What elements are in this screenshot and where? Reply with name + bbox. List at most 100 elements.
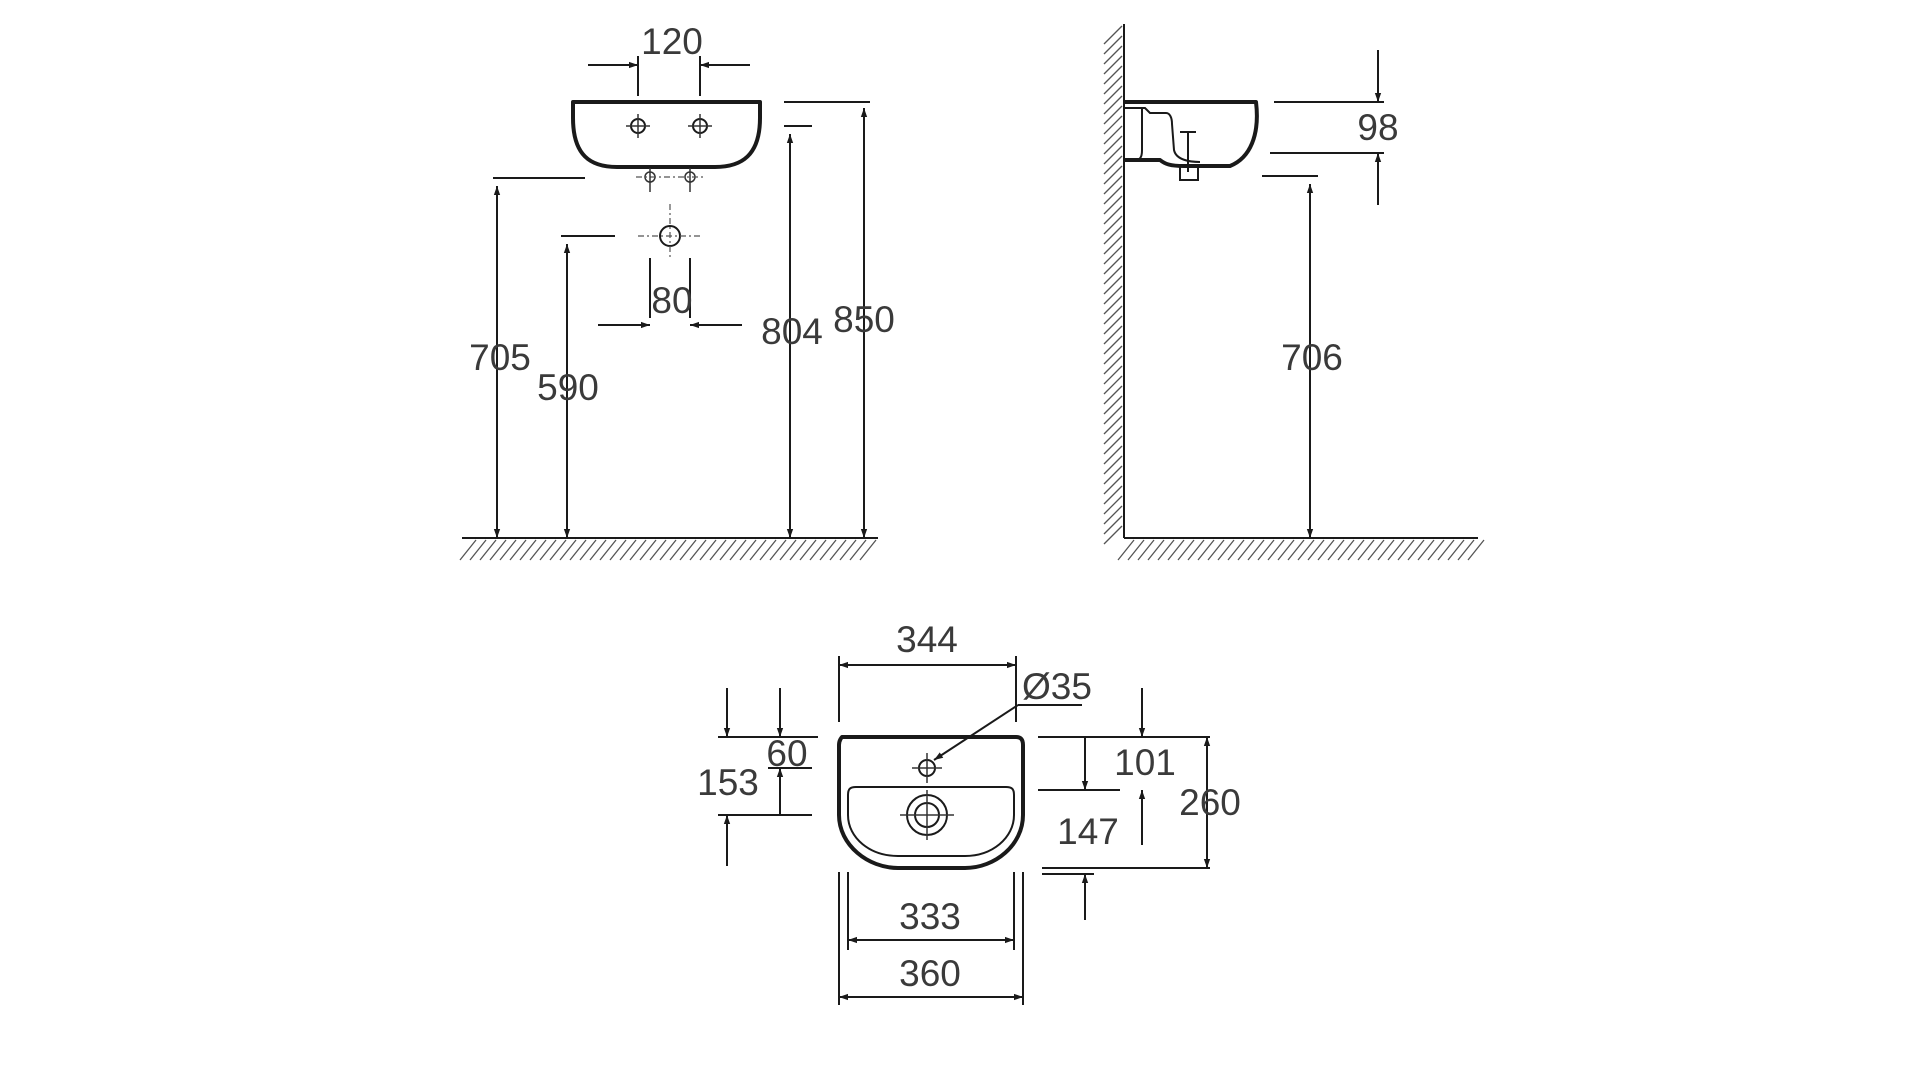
hatch-stroke <box>759 539 777 561</box>
hatch-stroke <box>469 539 487 561</box>
front-view: 120 80 705 590 804 850 <box>459 21 895 561</box>
hatch-stroke <box>639 539 657 561</box>
hatch-stroke <box>629 539 647 561</box>
hatch-stroke <box>1177 539 1195 561</box>
front-waste-outlet <box>638 204 702 260</box>
hatch-stroke <box>1397 539 1415 561</box>
hatch-stroke <box>1307 539 1325 561</box>
hatch-stroke <box>1103 465 1123 485</box>
hatch-stroke <box>1103 455 1123 475</box>
hatch-stroke <box>1103 65 1123 85</box>
hatch-stroke <box>1103 475 1123 495</box>
hatch-stroke <box>1217 539 1235 561</box>
hatch-stroke <box>1137 539 1155 561</box>
hatch-stroke <box>1103 525 1123 545</box>
hatch-stroke <box>1103 285 1123 305</box>
dim-side-underside-height: 706 <box>1281 337 1343 378</box>
hatch-stroke <box>1103 165 1123 185</box>
hatch-stroke <box>1467 539 1485 561</box>
hatch-stroke <box>829 539 847 561</box>
dim-overall-height: 850 <box>833 299 895 340</box>
hatch-stroke <box>1103 35 1123 55</box>
hatch-stroke <box>1103 445 1123 465</box>
hatch-stroke <box>1103 435 1123 455</box>
hatch-stroke <box>699 539 717 561</box>
hatch-stroke <box>1417 539 1435 561</box>
hatch-stroke <box>1103 115 1123 135</box>
hatch-stroke <box>1103 205 1123 225</box>
hatch-stroke <box>729 539 747 561</box>
hatch-stroke <box>1103 405 1123 425</box>
hatch-stroke <box>1103 145 1123 165</box>
hatch-stroke <box>1297 539 1315 561</box>
hatch-stroke <box>1103 315 1123 335</box>
hatch-stroke <box>1247 539 1265 561</box>
hatch-stroke <box>1447 539 1465 561</box>
hatch-stroke <box>1377 539 1395 561</box>
hatch-stroke <box>769 539 787 561</box>
dim-plan-overall-depth: 260 <box>1179 782 1241 823</box>
hatch-stroke <box>719 539 737 561</box>
side-basin-outline <box>1124 100 1259 168</box>
hatch-stroke <box>539 539 557 561</box>
hatch-stroke <box>1103 85 1123 105</box>
hatch-stroke <box>649 539 667 561</box>
hatch-stroke <box>589 539 607 561</box>
front-basin-outline <box>571 100 762 169</box>
hatch-stroke <box>1103 305 1123 325</box>
hatch-stroke <box>1103 225 1123 245</box>
hatch-stroke <box>1103 215 1123 235</box>
hatch-stroke <box>1117 539 1135 561</box>
hatch-stroke <box>1103 195 1123 215</box>
hatch-stroke <box>779 539 797 561</box>
dim-plan-overall-width: 360 <box>899 953 961 994</box>
hatch-stroke <box>669 539 687 561</box>
hatch-stroke <box>1197 539 1215 561</box>
hatch-stroke <box>1277 539 1295 561</box>
hatch-stroke <box>1103 375 1123 395</box>
hatch-stroke <box>1103 75 1123 95</box>
dim-tap-hole-diameter: Ø35 <box>1022 666 1092 707</box>
hatch-stroke <box>1457 539 1475 561</box>
hatch-stroke <box>739 539 757 561</box>
hatch-stroke <box>1147 539 1165 561</box>
plan-bowl-inner <box>847 786 1015 857</box>
dim-plan-inner-width: 344 <box>896 619 958 660</box>
hatch-stroke <box>1103 295 1123 315</box>
hatch-stroke <box>749 539 767 561</box>
dim-waste-outlet-spacing: 80 <box>651 280 692 321</box>
front-floor-hatch <box>459 539 877 561</box>
hatch-stroke <box>1167 539 1185 561</box>
hatch-stroke <box>1103 265 1123 285</box>
hatch-stroke <box>459 539 477 561</box>
hatch-stroke <box>549 539 567 561</box>
hatch-stroke <box>479 539 497 561</box>
dim-tap-hole-spacing: 120 <box>641 21 703 62</box>
hatch-stroke <box>529 539 547 561</box>
hatch-stroke <box>1103 325 1123 345</box>
dim-plan-bowl-width: 333 <box>899 896 961 937</box>
hatch-stroke <box>1103 95 1123 115</box>
hatch-stroke <box>1327 539 1345 561</box>
side-floor-hatch <box>1117 539 1485 561</box>
hatch-stroke <box>1103 515 1123 535</box>
dim-rim-inner-height: 804 <box>761 311 823 352</box>
hatch-stroke <box>1103 235 1123 255</box>
plan-waste-drain <box>900 790 954 840</box>
hatch-stroke <box>809 539 827 561</box>
hatch-stroke <box>1237 539 1255 561</box>
hatch-stroke <box>1437 539 1455 561</box>
hatch-stroke <box>579 539 597 561</box>
hatch-stroke <box>1267 539 1285 561</box>
dim-underside-height: 705 <box>469 337 531 378</box>
hatch-stroke <box>1103 155 1123 175</box>
hatch-stroke <box>1103 335 1123 355</box>
hatch-stroke <box>1367 539 1385 561</box>
hatch-stroke <box>509 539 527 561</box>
hatch-stroke <box>859 539 877 561</box>
hatch-stroke <box>619 539 637 561</box>
dim-waste-height: 590 <box>537 367 599 408</box>
plan-tap-hole <box>912 753 942 783</box>
hatch-stroke <box>1103 365 1123 385</box>
hatch-stroke <box>1287 539 1305 561</box>
